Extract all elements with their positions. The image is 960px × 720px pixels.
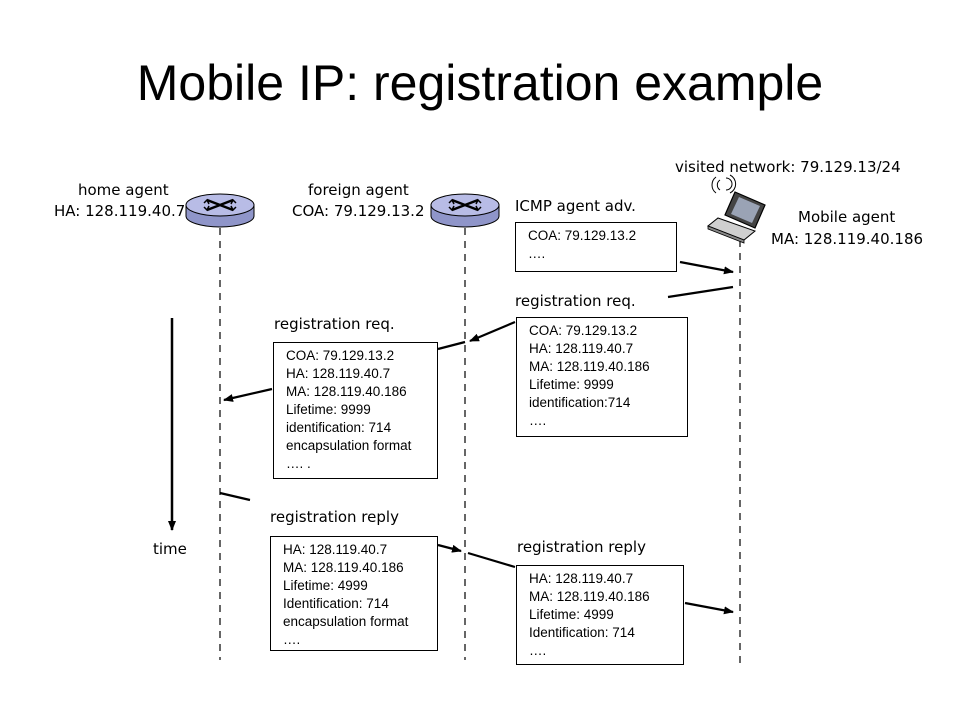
reg-req-mobile-stub — [667, 285, 734, 299]
message-line: identification: 714 — [286, 420, 392, 435]
reg-req-home-arrow — [223, 387, 273, 402]
message-line: COA: 79.129.13.2 — [529, 323, 638, 338]
icmp-adv-label: ICMP agent adv. — [515, 197, 636, 215]
reg-req-foreign-box: COA: 79.129.13.2 HA: 128.119.40.7 MA: 12… — [273, 342, 438, 479]
foreign-agent-label: foreign agent — [308, 181, 409, 199]
message-line: encapsulation format — [283, 614, 409, 629]
reg-reply-foreign-box: HA: 128.119.40.7 MA: 128.119.40.186 Life… — [516, 565, 684, 665]
message-line: COA: 79.129.13.2 — [286, 348, 395, 363]
reg-req-mobile-label: registration req. — [515, 292, 636, 310]
wireless-signal-icon — [711, 174, 737, 194]
laptop-icon — [707, 191, 766, 244]
reg-req-foreign-arrow — [469, 320, 516, 343]
visited-network-label: visited network: 79.129.13/24 — [675, 158, 901, 176]
home-agent-label: home agent — [78, 181, 169, 199]
message-line: MA: 128.119.40.186 — [283, 560, 404, 575]
message-line: MA: 128.119.40.186 — [529, 589, 650, 604]
icmp-adv-arrow — [679, 260, 734, 275]
message-line: Lifetime: 9999 — [286, 402, 371, 417]
reg-reply-mobile-arrow — [684, 601, 734, 615]
reg-reply-home-box: HA: 128.119.40.7 MA: 128.119.40.186 Life… — [270, 536, 438, 651]
message-line: …. — [529, 413, 547, 428]
message-line: …. — [283, 632, 301, 647]
message-line: identification:714 — [529, 395, 631, 410]
page-title: Mobile IP: registration example — [136, 55, 824, 111]
message-line: Lifetime: 4999 — [529, 607, 614, 622]
message-line: HA: 128.119.40.7 — [529, 341, 634, 356]
time-label: time — [153, 540, 187, 558]
message-line: HA: 128.119.40.7 — [286, 366, 391, 381]
reg-reply-home-label: registration reply — [270, 508, 399, 526]
message-line: Identification: 714 — [283, 596, 389, 611]
message-line: COA: 79.129.13.2 — [528, 228, 637, 243]
reg-reply-foreign-stub — [467, 551, 516, 569]
home-router-icon — [185, 193, 255, 228]
reg-reply-foreign-arrow — [437, 543, 462, 553]
reg-req-mobile-box: COA: 79.129.13.2 HA: 128.119.40.7 MA: 12… — [516, 317, 688, 437]
icmp-adv-box: COA: 79.129.13.2 …. — [515, 222, 677, 272]
message-line: encapsulation format — [286, 438, 412, 453]
foreign-router-icon — [430, 193, 500, 228]
home-agent-address: HA: 128.119.40.7 — [54, 202, 186, 220]
mobile-agent-address: MA: 128.119.40.186 — [771, 230, 924, 248]
message-line: …. — [528, 246, 546, 261]
message-line: Lifetime: 4999 — [283, 578, 368, 593]
reg-req-foreign-label: registration req. — [274, 315, 395, 333]
reg-req-home-stub — [437, 340, 466, 351]
message-line: HA: 128.119.40.7 — [529, 571, 634, 586]
message-line: MA: 128.119.40.186 — [529, 359, 650, 374]
reg-reply-home-stub — [219, 491, 251, 502]
reg-reply-foreign-label: registration reply — [517, 538, 646, 556]
message-line: Identification: 714 — [529, 625, 635, 640]
message-line: Lifetime: 9999 — [529, 377, 614, 392]
message-line: MA: 128.119.40.186 — [286, 384, 407, 399]
mobile-agent-label: Mobile agent — [798, 208, 896, 226]
message-line: …. . — [286, 456, 311, 471]
message-line: HA: 128.119.40.7 — [283, 542, 388, 557]
message-line: …. — [529, 643, 547, 658]
foreign-agent-address: COA: 79.129.13.2 — [292, 202, 425, 220]
